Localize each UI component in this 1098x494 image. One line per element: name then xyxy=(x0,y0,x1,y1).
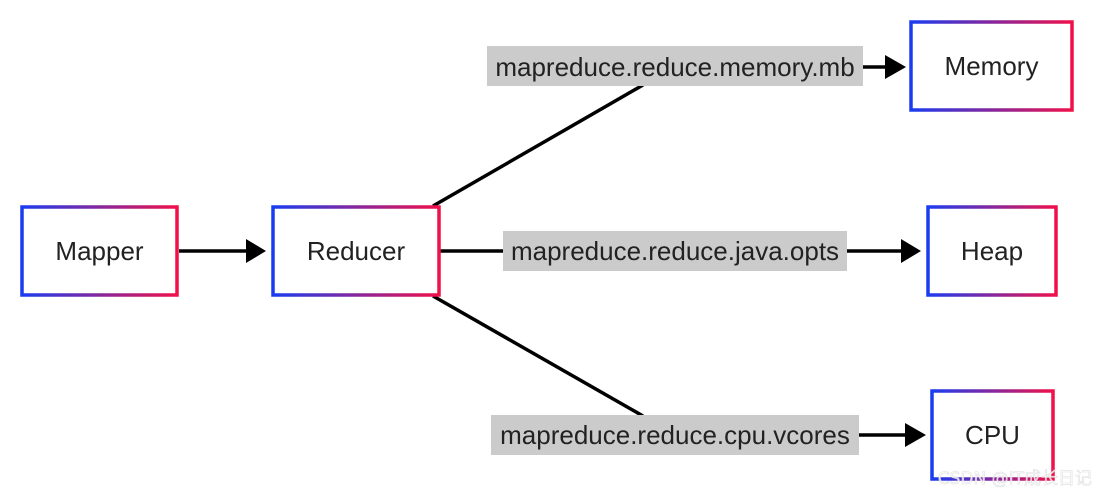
node-box xyxy=(926,205,1058,297)
node-cpu[interactable]: CPU xyxy=(930,389,1055,481)
node-label-memory: Memory xyxy=(945,51,1039,81)
node-label-cpu: CPU xyxy=(965,420,1020,450)
node-label-mapper: Mapper xyxy=(55,236,143,266)
node-reducer[interactable]: Reducer xyxy=(271,205,441,297)
edge-label-heap: mapreduce.reduce.java.opts xyxy=(511,236,839,266)
arrowhead-icon xyxy=(901,239,921,263)
arrowhead-icon xyxy=(885,55,906,79)
node-box xyxy=(930,389,1055,481)
node-memory[interactable]: Memory xyxy=(909,20,1074,112)
edge-label-cpu: mapreduce.reduce.cpu.vcores xyxy=(500,420,850,450)
node-box xyxy=(909,20,1074,112)
edge-reducer-to-cpu: mapreduce.reduce.cpu.vcores xyxy=(432,294,926,455)
node-label-heap: Heap xyxy=(961,236,1023,266)
edge-label-memory: mapreduce.reduce.memory.mb xyxy=(495,52,854,82)
node-box xyxy=(271,205,441,297)
edge-line xyxy=(432,83,644,208)
node-box xyxy=(20,205,179,297)
edge-label-background xyxy=(503,231,847,271)
edge-reducer-to-memory: mapreduce.reduce.memory.mb xyxy=(432,46,906,208)
node-heap[interactable]: Heap xyxy=(926,205,1058,297)
arrowhead-icon xyxy=(246,239,266,263)
edge-label-background xyxy=(487,46,863,86)
edge-reducer-to-heap: mapreduce.reduce.java.opts xyxy=(440,231,921,271)
edge-line xyxy=(432,294,644,418)
edge-label-background xyxy=(491,415,859,455)
watermark-text: CSDN @IT成长日记 xyxy=(938,469,1092,489)
arrowhead-icon xyxy=(905,423,926,447)
node-mapper[interactable]: Mapper xyxy=(20,205,179,297)
edge-mapper-to-reducer xyxy=(179,239,266,263)
node-label-reducer: Reducer xyxy=(307,236,406,266)
